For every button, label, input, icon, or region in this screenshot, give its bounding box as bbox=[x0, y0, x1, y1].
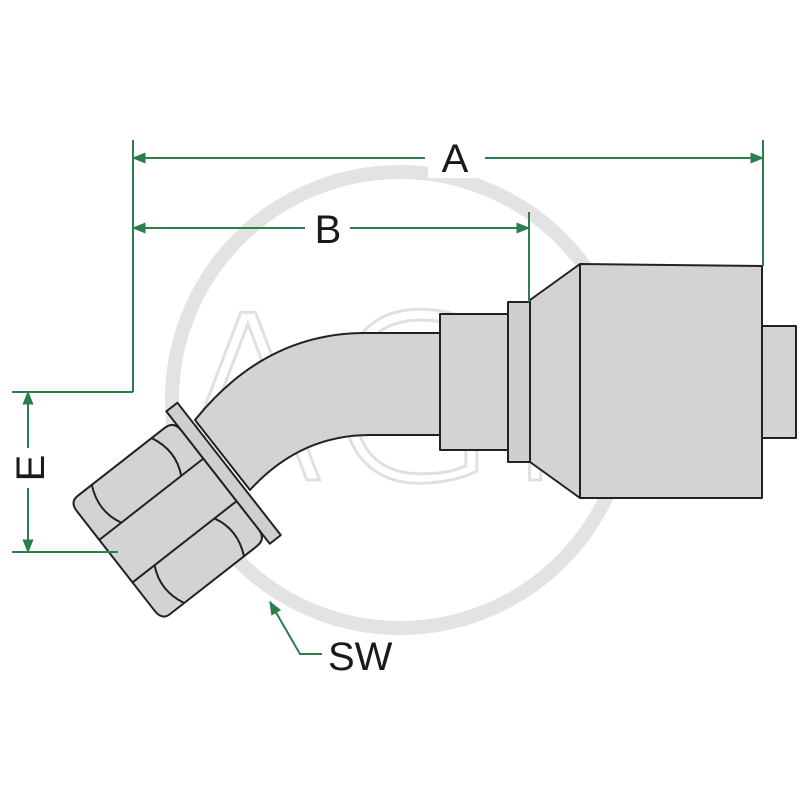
hex-facet bbox=[98, 457, 204, 541]
dimension-sw-label: SW bbox=[328, 635, 393, 679]
hex-facet bbox=[131, 500, 238, 584]
dimension-a-label: A bbox=[442, 137, 469, 181]
hose-stub bbox=[761, 325, 797, 439]
sw-leader bbox=[269, 600, 322, 655]
ferrule-ring bbox=[507, 301, 531, 463]
tube-collar bbox=[439, 313, 511, 451]
label-b-bg bbox=[306, 202, 348, 250]
swivel-nut bbox=[72, 401, 282, 618]
label-a-bg bbox=[428, 130, 482, 178]
ferrule-body bbox=[529, 263, 763, 499]
hex-chamfer bbox=[90, 484, 185, 604]
dimension-b-label: B bbox=[315, 208, 342, 252]
hex-chamfer bbox=[151, 437, 246, 557]
bent-tube bbox=[194, 332, 441, 491]
hex-nut bbox=[72, 424, 263, 618]
dimension-lines bbox=[12, 140, 765, 655]
hose-fitting bbox=[72, 263, 797, 618]
dimension-e-label: E bbox=[9, 455, 53, 482]
